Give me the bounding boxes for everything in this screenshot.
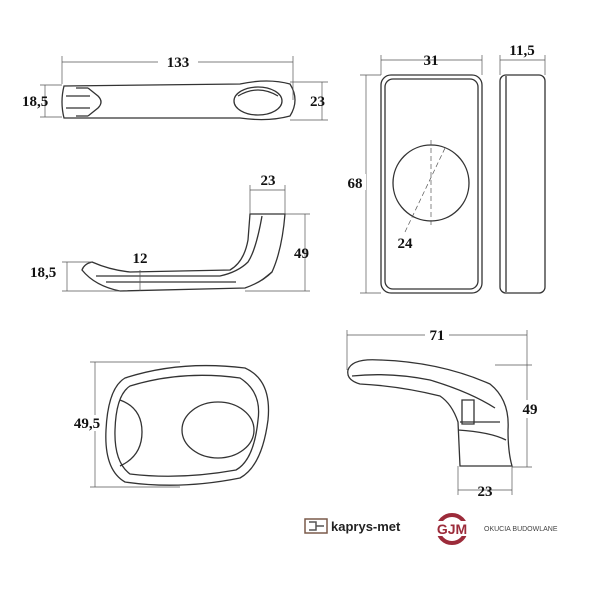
- dim-base-width: 23: [478, 484, 493, 500]
- gjm-logo: GJM OKUCIA BUDOWLANE: [434, 513, 558, 545]
- lever-end-view: 49,5: [70, 361, 270, 488]
- lever-side-view: 23 49 18,5 12: [30, 173, 310, 292]
- dim-length: 133: [167, 55, 190, 71]
- dim-height-2: 49: [523, 402, 538, 418]
- dim-rosette-depth: 11,5: [509, 43, 534, 59]
- dim-length-2: 71: [430, 328, 445, 344]
- dim-rosette-height: 68: [348, 176, 363, 192]
- dim-diameter: 24: [398, 236, 414, 252]
- dim-thickness: 12: [133, 251, 148, 267]
- kaprys-met-text: kaprys-met: [331, 519, 401, 534]
- gjm-text: GJM: [437, 521, 467, 537]
- dim-neck-width: 23: [261, 173, 276, 189]
- gjm-tagline: OKUCIA BUDOWLANE: [484, 526, 558, 533]
- kaprys-met-logo: kaprys-met: [304, 518, 401, 534]
- dim-end-height: 18,5: [22, 94, 48, 110]
- lever-top-view: 133 18,5 23: [22, 52, 328, 121]
- rosette-side-view: 11,5: [499, 43, 546, 294]
- dim-rosette-width: 31: [424, 53, 439, 69]
- dim-end-height: 49,5: [74, 416, 100, 432]
- dim-height: 49: [294, 246, 309, 262]
- dim-rose-height: 23: [310, 94, 325, 110]
- rosette-front-view: 31 68 24: [344, 53, 483, 294]
- lever-side-view-2: 71 49 23: [346, 326, 540, 500]
- dim-grip-height: 18,5: [30, 265, 56, 281]
